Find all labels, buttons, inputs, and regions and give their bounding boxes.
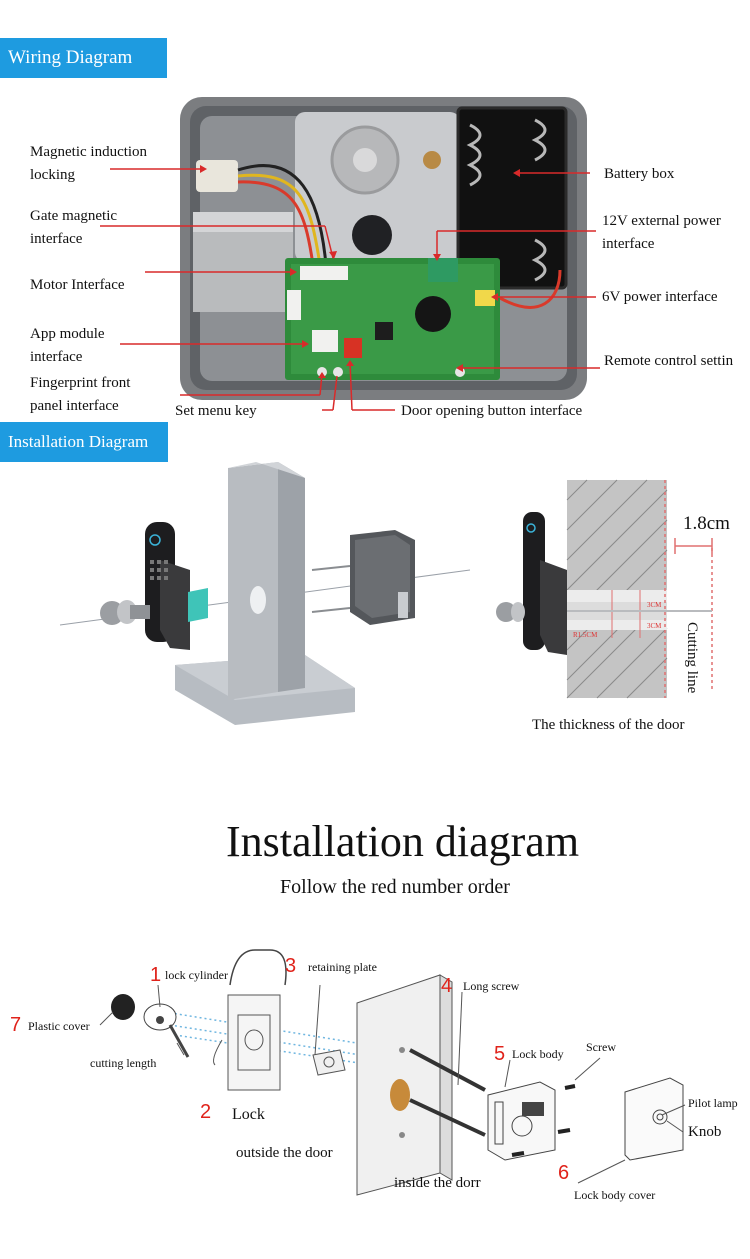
step-7-label: Plastic cover xyxy=(28,1019,90,1033)
dimension-1-8cm: 1.8cm xyxy=(683,513,730,534)
label-outside-the-door: outside the door xyxy=(236,1145,333,1161)
step-1-label: lock cylinder xyxy=(165,968,228,982)
step-5-number: 5 xyxy=(494,1043,506,1065)
label-cutting-length: cutting length xyxy=(90,1056,157,1070)
step-3-label: retaining plate xyxy=(308,960,377,974)
step-6-number: 6 xyxy=(558,1162,570,1184)
step-4-label: Long screw xyxy=(463,979,520,993)
label-gate-magnetic-interface: Gate magnetic interface xyxy=(30,208,118,247)
label-magnetic-induction-locking: Magnetic induction locking xyxy=(30,144,148,183)
label-battery-box: Battery box xyxy=(604,166,675,182)
label-set-menu-key: Set menu key xyxy=(175,403,257,419)
label-door-opening-button-interface: Door opening button interface xyxy=(401,403,583,419)
label-knob: Knob xyxy=(688,1124,722,1140)
step-2-number: 2 xyxy=(200,1101,212,1123)
step-1-number: 1 xyxy=(150,964,162,986)
dimension-r1-5cm: R1.5CM xyxy=(573,631,598,639)
step-5-label: Lock body xyxy=(512,1047,564,1061)
order-title: Installation diagram xyxy=(225,817,580,866)
label-screw: Screw xyxy=(586,1040,616,1054)
caption-door-thickness: The thickness of the door xyxy=(532,717,685,733)
dimension-3cm-lower: 3CM xyxy=(647,622,662,630)
step-2-label: Lock xyxy=(232,1106,265,1123)
label-inside-the-door: inside the dorr xyxy=(394,1175,481,1191)
step-7-number: 7 xyxy=(10,1014,22,1036)
wiring-diagram-banner: Wiring Diagram xyxy=(0,38,167,78)
dimension-3cm-upper: 3CM xyxy=(647,601,662,609)
label-motor-interface: Motor Interface xyxy=(30,277,125,293)
step-6-label: Lock body cover xyxy=(574,1188,656,1202)
step-4-number: 4 xyxy=(441,975,453,997)
label-6v-power-interface: 6V power interface xyxy=(602,289,718,305)
label-remote-control-setting: Remote control settin xyxy=(604,353,734,369)
step-3-number: 3 xyxy=(285,955,297,977)
label-12v-external-power-interface: 12V external power interface xyxy=(602,213,721,252)
label-app-module-interface: App module interface xyxy=(30,326,105,365)
order-subtitle: Follow the red number order xyxy=(280,876,510,898)
label-pilot-lamp: Pilot lamp xyxy=(688,1096,738,1110)
installation-diagram-banner: Installation Diagram xyxy=(0,422,168,462)
label-fingerprint-front-panel-interface: Fingerprint front panel interface xyxy=(30,375,131,414)
